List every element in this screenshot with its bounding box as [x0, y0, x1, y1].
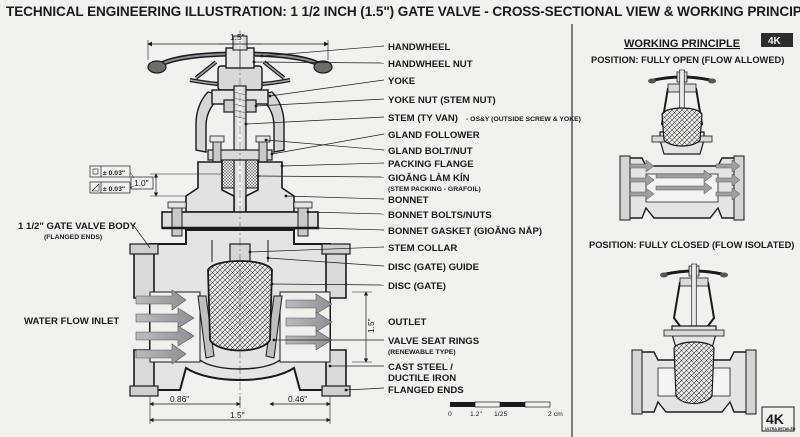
page-title: TECHNICAL ENGINEERING ILLUSTRATION: 1 1/… [6, 4, 800, 19]
closed-valve-drawing [630, 262, 758, 416]
label-stem-collar: STEM COLLAR [388, 243, 457, 254]
badge-bottom-sub: ULTRA DETAILED [765, 427, 796, 431]
label-disc: DISC (GATE) [388, 281, 446, 292]
dim-right-offset: 0.46" [288, 394, 307, 404]
scale-t0: 0 [448, 411, 452, 418]
label-water-flow-inlet: WATER FLOW INLET [24, 316, 119, 327]
dim-height-right: 1.5" [366, 318, 376, 333]
part-labels: HANDWHEEL HANDWHEEL NUT YOKE YOKE NUT (S… [18, 42, 581, 396]
scale-bar: 0 1.2" 1/25 2 cm [448, 401, 563, 418]
label-body-sub: (FLANGED ENDS) [44, 234, 102, 241]
label-cast-steel: CAST STEEL / [388, 362, 453, 373]
scale-t2: 1/25 [494, 411, 507, 418]
dim-height-left: 1.0" [134, 178, 149, 188]
dim-bottom-width: 1.5" [230, 410, 245, 420]
dim-left-offset: 0.86" [170, 394, 189, 404]
open-valve-drawing [618, 68, 746, 222]
label-packing-flange: PACKING FLANGE [388, 159, 474, 170]
scale-t1: 1.2" [470, 411, 482, 418]
badge-bottom [761, 406, 795, 432]
label-outlet: OUTLET [388, 317, 427, 328]
dim-top-width: 1.5" [230, 32, 245, 42]
badge-top [761, 33, 793, 47]
badge-top-text: 4K [768, 36, 782, 47]
label-handwheel: HANDWHEEL [388, 42, 450, 53]
label-gioang-lam-kin: GIOĂNG LÀM KÍN [388, 172, 470, 184]
label-bonnet-gasket: BONNET GASKET (GIOĂNG NẮP) [388, 226, 542, 237]
working-principle-heading: WORKING PRINCIPLE [624, 38, 740, 50]
label-disc-guide: DISC (GATE) GUIDE [388, 262, 480, 273]
badge-bottom-text: 4K [766, 411, 784, 427]
dim-tol-1: ± 0.03" [103, 170, 125, 177]
label-handwheel-nut: HANDWHEEL NUT [388, 59, 473, 70]
main-valve-drawing [89, 30, 385, 424]
label-gland-follower: GLAND FOLLOWER [388, 130, 480, 141]
dimension-labels: 1.5" 1.5" 0.86" 0.46" 1.5" 1.0" ± 0.03" … [103, 32, 376, 420]
closed-position-label: POSITION: FULLY CLOSED (FLOW ISOLATED) [589, 240, 794, 250]
working-principle-panel: WORKING PRINCIPLE 4K POSITION: FULLY OPE… [589, 33, 796, 432]
label-renewable: (RENEWABLE TYPE) [388, 349, 456, 356]
label-bonnet-bolts: BONNET BOLTS/NUTS [388, 210, 492, 221]
label-valve-seat-rings: VALVE SEAT RINGS [388, 336, 480, 347]
label-gland-bolt: GLAND BOLT/NUT [388, 146, 473, 157]
label-stem: STEM (TY VAN) [388, 113, 458, 124]
dim-tol-2: ± 0.03" [103, 186, 125, 193]
label-bonnet: BONNET [388, 195, 429, 206]
label-stem-packing: (STEM PACKING - GRAFOIL) [388, 186, 481, 193]
label-body: 1 1/2" GATE VALVE BODY [18, 221, 137, 232]
label-flanged-ends: FLANGED ENDS [388, 385, 464, 396]
label-yoke: YOKE [388, 76, 416, 87]
open-position-label: POSITION: FULLY OPEN (FLOW ALLOWED) [591, 55, 784, 65]
label-yoke-nut: YOKE NUT (STEM NUT) [388, 95, 496, 106]
scale-t3: 2 cm [548, 411, 563, 418]
label-stem-note: - OS&Y (OUTSIDE SCREW & YOKE) [466, 116, 581, 123]
label-ductile-iron: DUCTILE IRON [388, 373, 456, 384]
